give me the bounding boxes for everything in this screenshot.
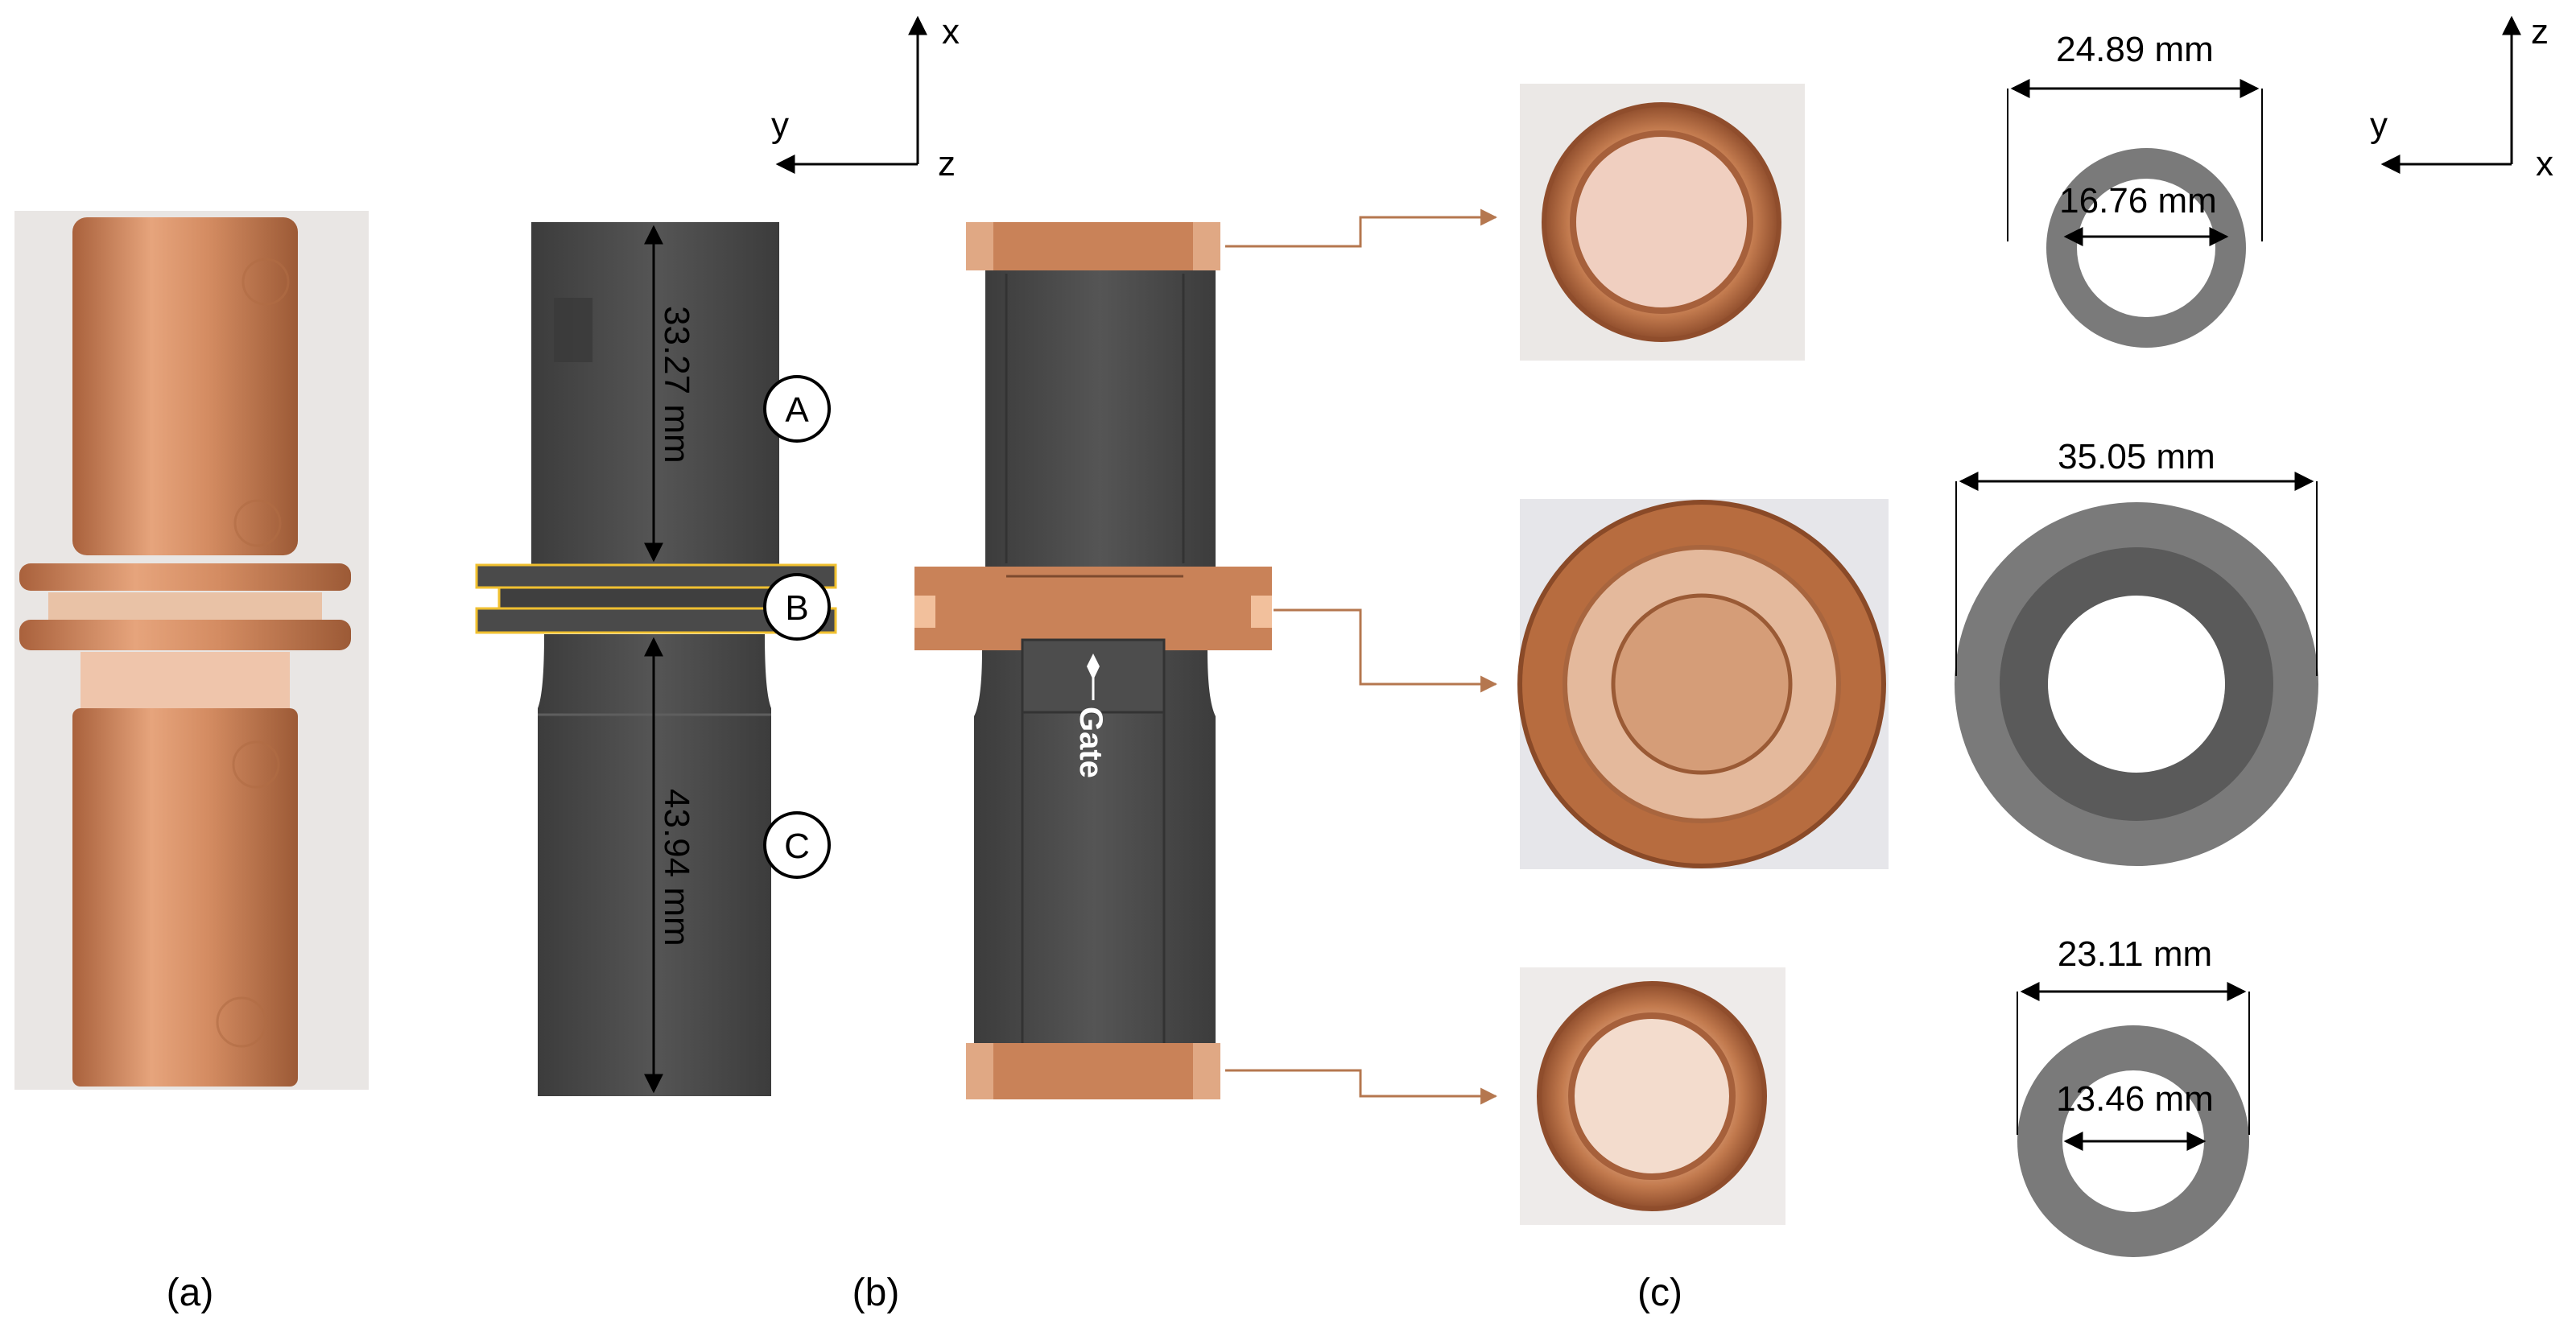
- dim-outer-middle: 35.05 mm: [2058, 437, 2215, 476]
- gate-label: Gate: [1073, 707, 1108, 778]
- copper-band-bottom: [966, 1043, 1220, 1099]
- axis-label-z: z: [938, 144, 956, 183]
- photo-copper-part: [14, 211, 369, 1090]
- section-a-body: [531, 222, 779, 567]
- ring-inner-top: [2077, 179, 2215, 317]
- axis-label-x: x: [942, 12, 960, 52]
- leader-arrows: [1225, 208, 1498, 1105]
- callout-label-a: A: [785, 390, 809, 430]
- ring-diagram-middle: 35.05 mm: [1955, 437, 2318, 866]
- leader-arrow-bottom: [1225, 1069, 1498, 1105]
- axis-label-z-right: z: [2531, 12, 2549, 52]
- model-part-b: 33.27 mm 43.94 mm A B C: [475, 222, 837, 1096]
- dim-label-top: 33.27 mm: [657, 306, 696, 464]
- callout-label-b: B: [785, 588, 808, 628]
- callout-circle-b: [763, 573, 831, 641]
- callout-circle-c: [763, 811, 831, 879]
- section-view: Gate: [914, 222, 1272, 1099]
- dim-outer-top: 24.89 mm: [2056, 30, 2214, 69]
- ring-diagram-top: 24.89 mm 16.76 mm: [2007, 30, 2263, 348]
- dim-label-bottom: 43.94 mm: [657, 789, 696, 946]
- copper-band-top: [966, 222, 1220, 270]
- leader-arrow-middle: [1274, 608, 1498, 693]
- dim-outer-bottom: 23.11 mm: [2058, 934, 2212, 974]
- copper-flange-section: [914, 567, 1272, 650]
- ring-diagram-bottom: 23.11 mm 13.46 mm: [2017, 934, 2250, 1257]
- lower-cylinder: [72, 708, 298, 1087]
- ring-inner-middle: [2048, 596, 2225, 773]
- dim-inner-top: 16.76 mm: [2059, 181, 2217, 221]
- photo-ring-bottom: [1520, 967, 1785, 1225]
- caption-c: (c): [1637, 1272, 1682, 1314]
- callout-label-c: C: [784, 827, 810, 866]
- axes-xyz-right: z y x: [2370, 12, 2553, 183]
- callout-circle-a: [763, 375, 831, 443]
- upper-cylinder: [72, 217, 298, 555]
- axis-label-y-right: y: [2370, 105, 2388, 145]
- photo-ring-middle: [1517, 499, 1889, 869]
- photo-ring-top: [1520, 84, 1805, 361]
- flange-top: [19, 563, 351, 591]
- caption-a: (a): [167, 1272, 214, 1314]
- axis-label-x-right: x: [2536, 144, 2553, 183]
- flange-groove: [48, 592, 322, 620]
- dim-inner-bottom: 13.46 mm: [2056, 1079, 2214, 1119]
- caption-b: (b): [852, 1272, 900, 1314]
- leader-arrow-top: [1225, 208, 1498, 248]
- axis-label-y: y: [771, 105, 789, 145]
- flange-bottom: [19, 620, 351, 650]
- axes-xyz-left: x y z: [771, 12, 960, 183]
- neck: [80, 652, 290, 708]
